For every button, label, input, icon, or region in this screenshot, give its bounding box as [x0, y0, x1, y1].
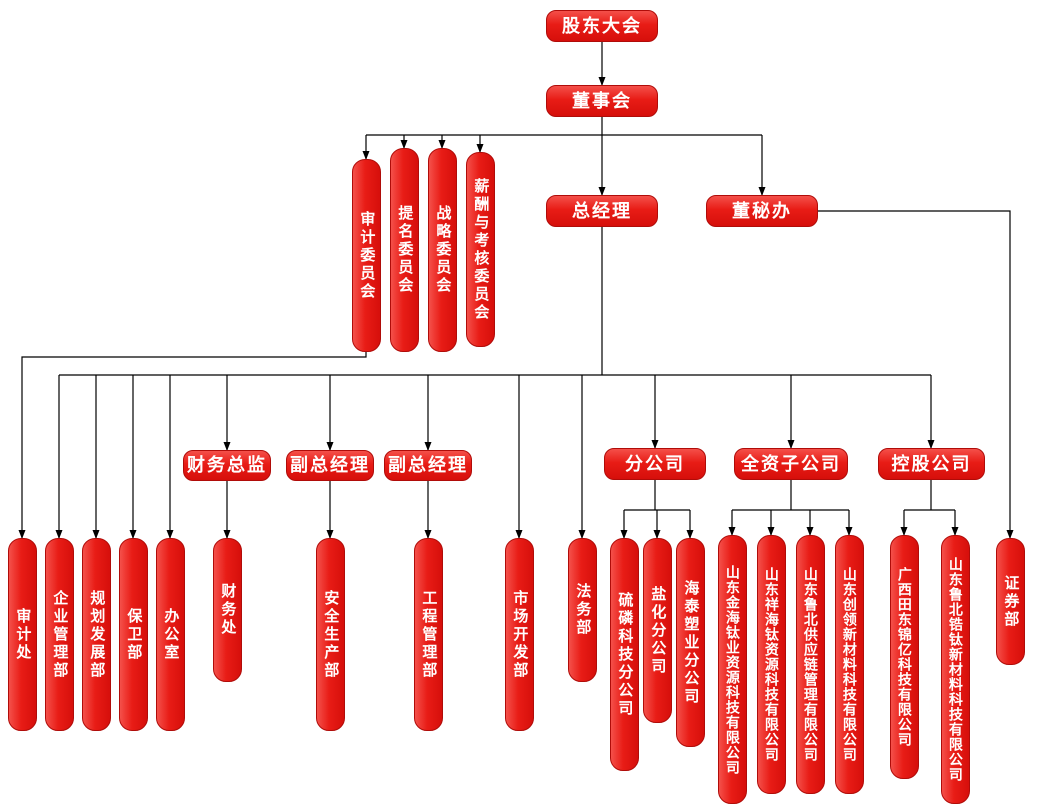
org-node-general-manager: 总经理 [546, 195, 658, 227]
org-node-guangxi-jinyi-co: 广西田东锦亿科技有限公司 [890, 535, 919, 779]
org-node-office: 办公室 [156, 538, 185, 731]
org-node-sulfur-phosphorus-branch: 硫磷科技分公司 [610, 538, 639, 771]
org-node-haitai-plastics-branch: 海泰塑业分公司 [676, 538, 705, 747]
org-node-jinhai-titanium-co: 山东金海钛业资源科技有限公司 [718, 535, 747, 804]
org-node-chuangling-materials-co: 山东创领新材料科技有限公司 [835, 535, 864, 794]
org-node-xianghai-titanium-co: 山东祥海钛资源科技有限公司 [757, 535, 786, 794]
org-node-nomination-committee: 提名委员会 [390, 148, 419, 352]
org-node-lubei-supply-chain-co: 山东鲁北供应链管理有限公司 [796, 535, 825, 794]
org-node-deputy-gm-1: 副总经理 [286, 450, 374, 481]
org-node-shareholders-meeting: 股东大会 [546, 10, 658, 42]
connector-line [18, 352, 367, 539]
org-node-board-secretary-office: 董秘办 [706, 195, 818, 227]
org-node-cfo: 财务总监 [183, 450, 271, 481]
org-node-audit-office: 审计处 [8, 538, 37, 731]
org-node-lubei-zirconium-titanium-co: 山东鲁北锆钛新材料科技有限公司 [941, 535, 970, 804]
org-node-board-of-directors: 董事会 [546, 85, 658, 117]
org-node-engineering-management-dept: 工程管理部 [414, 538, 443, 731]
org-node-deputy-gm-2: 副总经理 [384, 450, 472, 481]
org-node-securities-dept: 证券部 [996, 538, 1025, 665]
org-node-branch-companies: 分公司 [604, 448, 706, 480]
org-node-legal-dept: 法务部 [568, 538, 597, 682]
org-node-remuneration-committee: 薪酬与考核委员会 [466, 152, 495, 347]
org-node-audit-committee: 审计委员会 [352, 159, 381, 352]
org-node-market-development-dept: 市场开发部 [505, 538, 534, 731]
org-node-planning-development-dept: 规划发展部 [82, 538, 111, 731]
org-node-wholly-owned-subsidiaries: 全资子公司 [734, 448, 848, 480]
org-node-finance-office: 财务处 [213, 538, 242, 682]
org-node-salt-chemical-branch: 盐化分公司 [643, 538, 672, 723]
org-node-security-dept: 保卫部 [119, 538, 148, 731]
org-node-holding-companies: 控股公司 [878, 448, 985, 480]
org-node-safety-production-dept: 安全生产部 [316, 538, 345, 731]
org-node-strategy-committee: 战略委员会 [428, 148, 457, 352]
connector-line [818, 210, 1014, 539]
org-node-enterprise-management-dept: 企业管理部 [45, 538, 74, 731]
